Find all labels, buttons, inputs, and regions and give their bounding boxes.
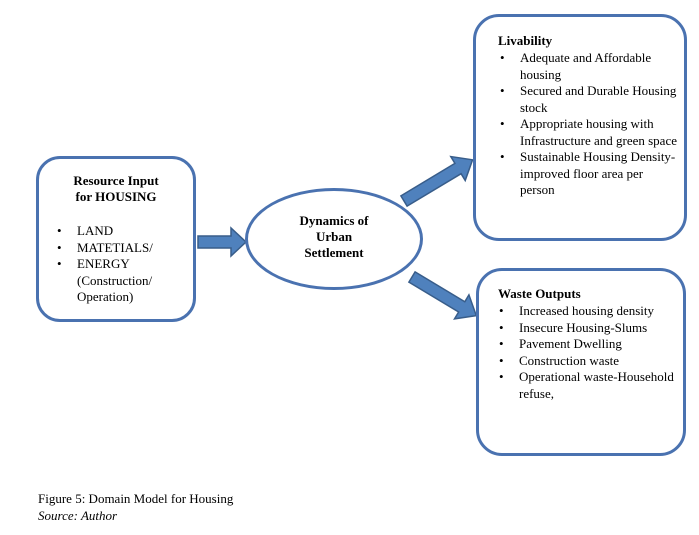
list-item: Appropriate housing with Infrastructure … bbox=[494, 116, 679, 149]
resource-input-box: Resource Input for HOUSING LAND MATETIAL… bbox=[36, 156, 196, 322]
livability-list: Adequate and Affordable housing Secured … bbox=[494, 50, 679, 199]
livability-title: Livability bbox=[498, 33, 553, 48]
list-item: Insecure Housing-Slums bbox=[493, 320, 683, 337]
waste-outputs-list: Increased housing density Insecure Housi… bbox=[493, 303, 683, 402]
figure-source: Source: Author bbox=[38, 508, 118, 523]
list-item: ENERGY (Construction/ Operation) bbox=[51, 256, 196, 306]
dynamics-label-line2: Urban bbox=[315, 229, 353, 244]
list-item: Secured and Durable Housing stock bbox=[494, 83, 679, 116]
dynamics-label-line1: Dynamics of bbox=[299, 213, 369, 228]
list-item: LAND bbox=[51, 223, 196, 240]
waste-outputs-box: Waste Outputs Increased housing density … bbox=[476, 268, 686, 456]
arrow-input-to-dynamics bbox=[197, 226, 248, 258]
dynamics-label-line3: Settlement bbox=[304, 245, 364, 260]
resource-input-title-line2: for HOUSING bbox=[75, 189, 157, 204]
list-item: Sustainable Housing Density-improved flo… bbox=[494, 149, 679, 199]
resource-input-title-line1: Resource Input bbox=[73, 173, 159, 188]
waste-outputs-title: Waste Outputs bbox=[498, 286, 581, 301]
resource-input-list: LAND MATETIALS/ ENERGY (Construction/ Op… bbox=[51, 223, 196, 306]
resource-input-title: Resource Input for HOUSING bbox=[39, 173, 193, 205]
list-item: Increased housing density bbox=[493, 303, 683, 320]
arrow-dynamics-to-livability bbox=[399, 155, 474, 208]
livability-box: Livability Adequate and Affordable housi… bbox=[473, 14, 687, 241]
dynamics-ellipse: Dynamics of Urban Settlement bbox=[245, 188, 423, 290]
list-item: MATETIALS/ bbox=[51, 240, 196, 257]
arrow-dynamics-to-waste bbox=[407, 270, 478, 320]
list-item: Adequate and Affordable housing bbox=[494, 50, 679, 83]
list-item: Construction waste bbox=[493, 353, 683, 370]
list-item: Pavement Dwelling bbox=[493, 336, 683, 353]
list-item: Operational waste-Household refuse, bbox=[493, 369, 683, 402]
dynamics-label: Dynamics of Urban Settlement bbox=[248, 213, 420, 261]
figure-caption: Figure 5: Domain Model for Housing bbox=[38, 491, 234, 506]
